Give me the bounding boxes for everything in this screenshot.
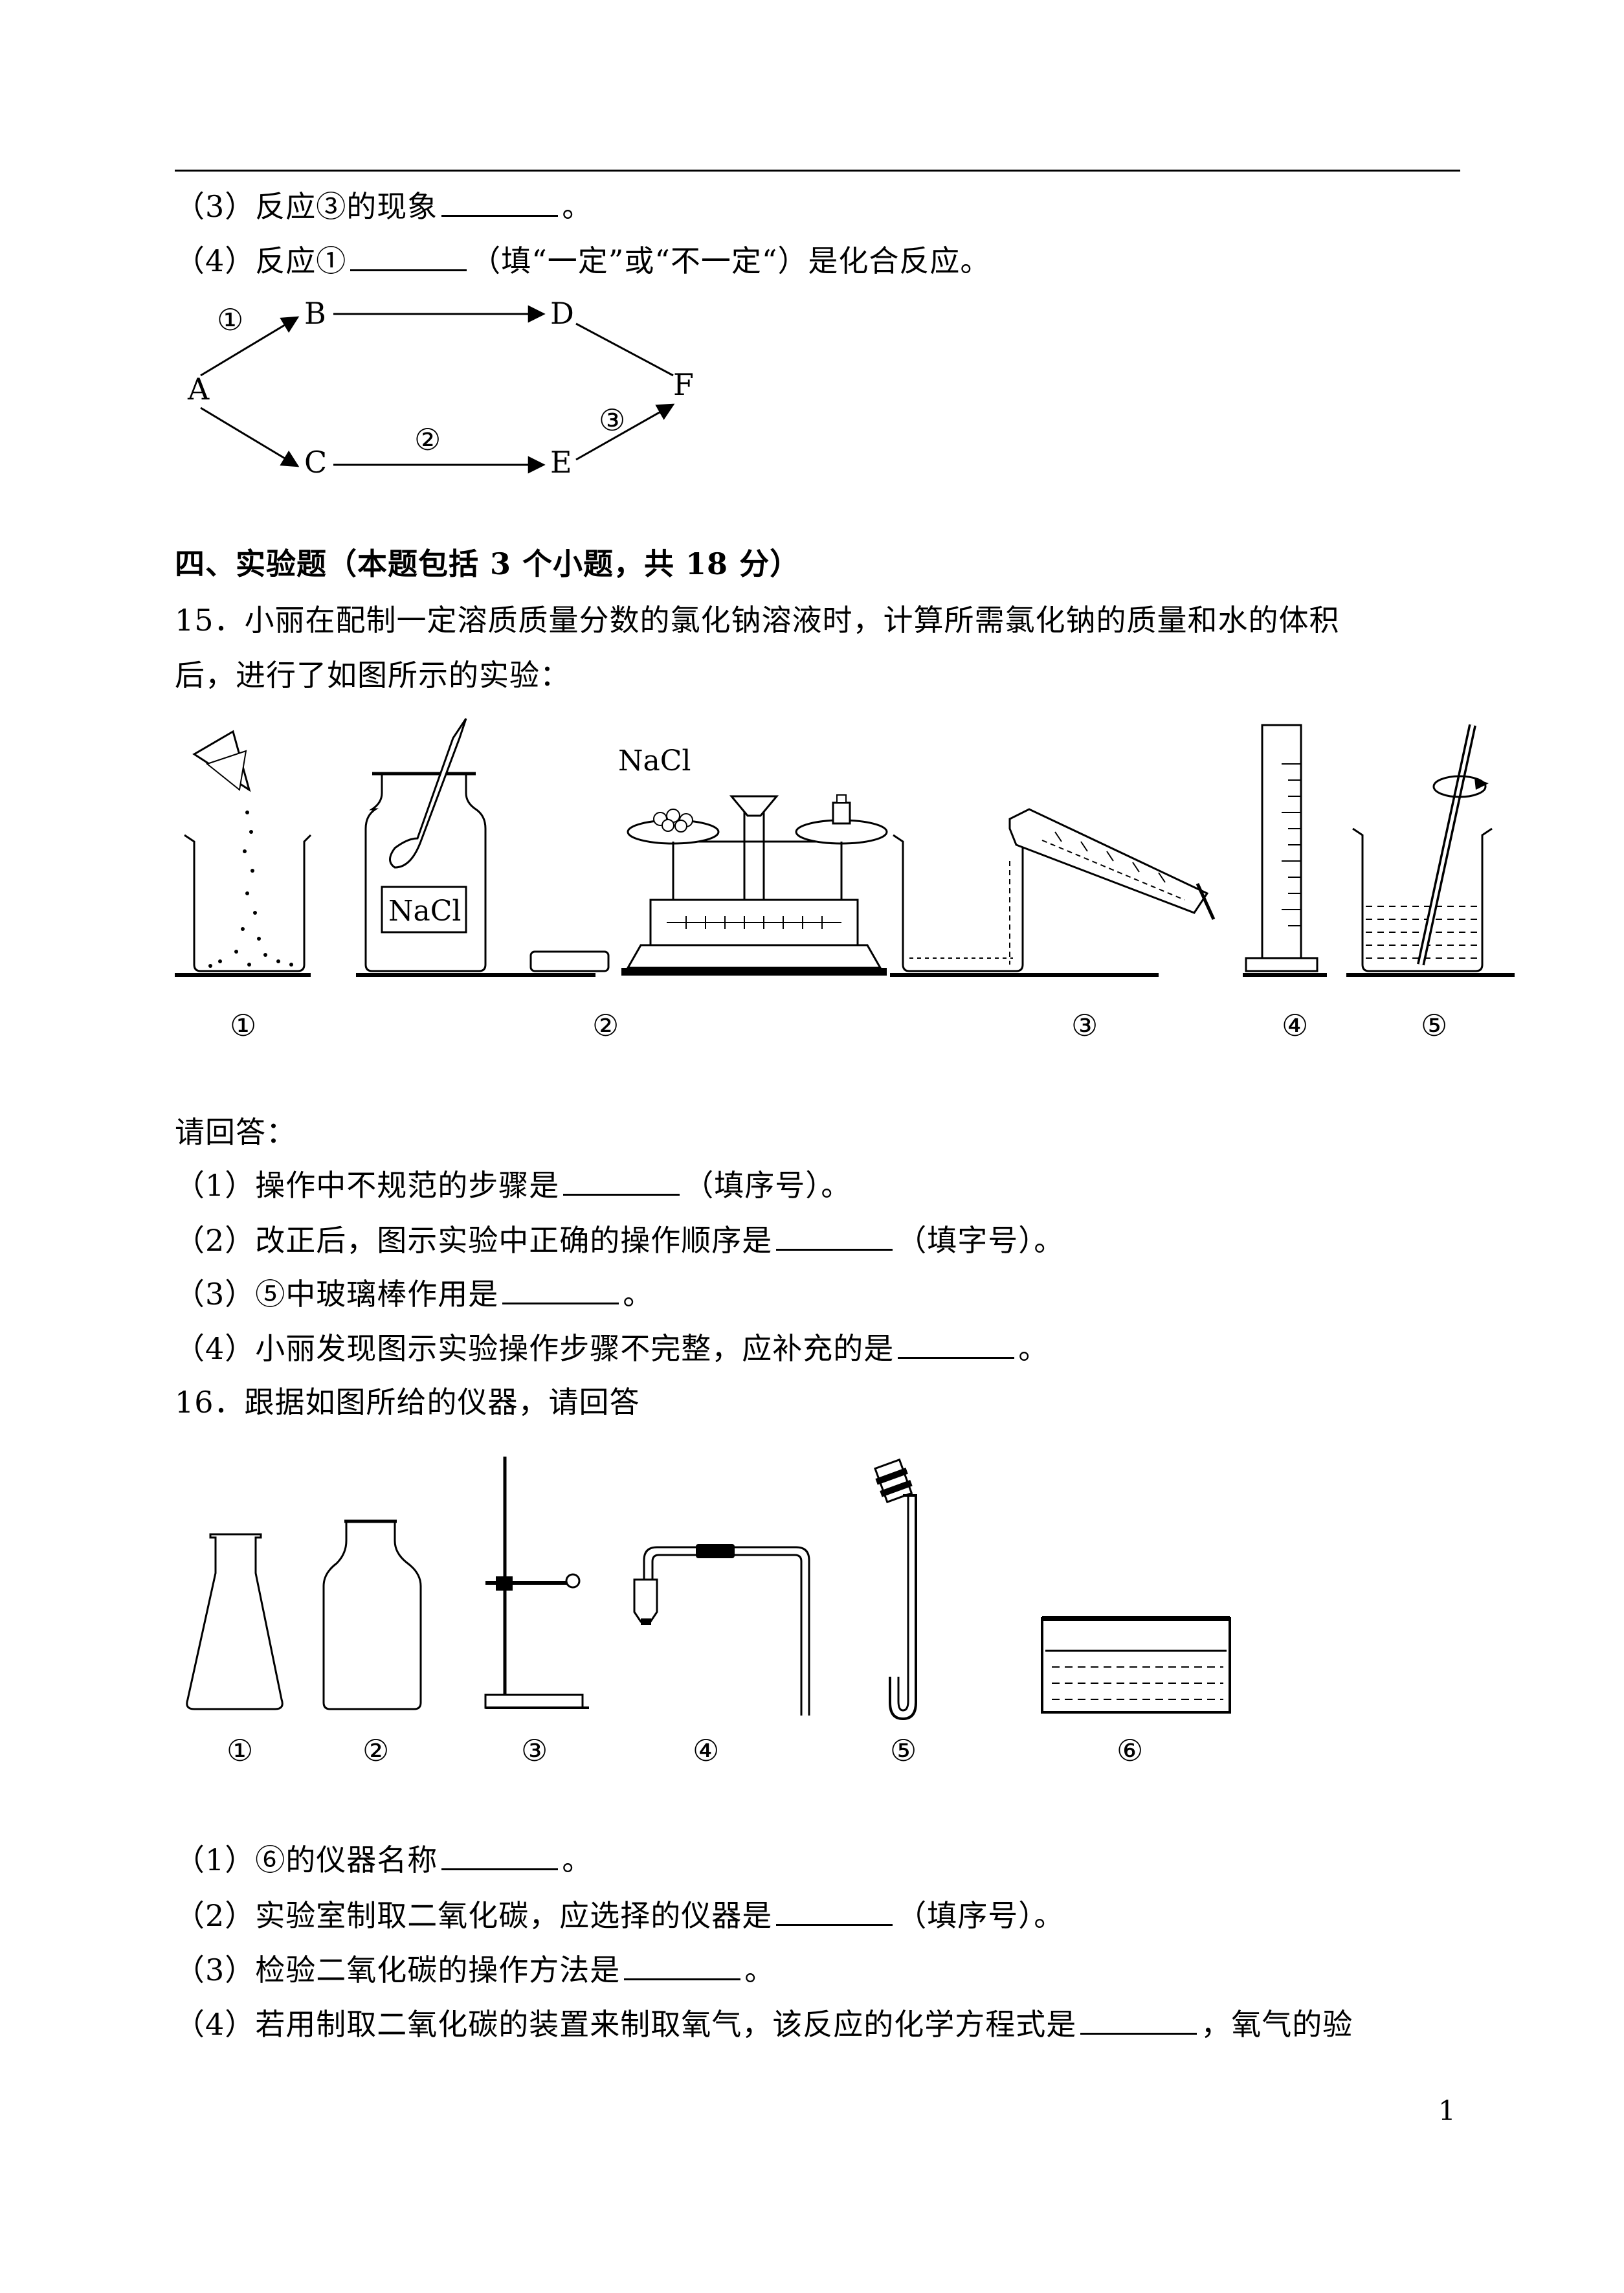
q16-item4-text: （4）若用制取二氧化碳的装置来制取氧气，该反应的化学方程式是 <box>175 2007 1077 2042</box>
q16-item4: （4）若用制取二氧化碳的装置来制取氧气，该反应的化学方程式是 ，氧气的验 <box>175 2004 1353 2044</box>
reaction-diagram: A B C D E F ① ② ③ <box>187 296 694 480</box>
step2-balance-illustration: NaCl <box>618 744 888 976</box>
q16-item2: （2）实验室制取二氧化碳，应选择的仪器是 （填序号）。 <box>175 1896 1064 1936</box>
water-trough-illustration <box>1041 1616 1231 1714</box>
node-c: C <box>304 445 327 480</box>
q16-item2-text: （2）实验室制取二氧化碳，应选择的仪器是 <box>175 1898 773 1933</box>
step5-stirring-illustration <box>1346 724 1515 977</box>
answer-blank[interactable] <box>502 1277 619 1304</box>
q14-item3: （3）反应③的现象 。 <box>175 186 592 227</box>
fig16-label-1: ① <box>227 1733 253 1768</box>
answer-blank[interactable] <box>1080 2007 1197 2035</box>
q16-stem: 16．跟据如图所给的仪器，请回答 <box>175 1385 640 1420</box>
page-number: 1 <box>1438 2095 1456 2127</box>
fig16-label-4: ④ <box>693 1733 719 1768</box>
q14-item3-text: （3）反应③的现象 <box>175 189 438 224</box>
q15-item1: （1）操作中不规范的步骤是 （填序号）。 <box>175 1165 851 1205</box>
node-e: E <box>550 445 572 480</box>
line-d-f <box>575 322 674 377</box>
step2-jar-illustration: NaCl <box>356 718 610 977</box>
q15-item1-end: （填序号）。 <box>684 1168 852 1203</box>
q15-item2-end: （填字号）。 <box>896 1223 1065 1258</box>
q14-item4-end: （填“一定”或“不一定“）是化合反应。 <box>471 243 991 278</box>
step3-pouring-illustration <box>890 808 1216 977</box>
nacl-jar-label: NaCl <box>388 895 461 928</box>
q15-item4: （4）小丽发现图示实验操作步骤不完整，应补充的是 。 <box>175 1328 1049 1369</box>
q15-item3: （3）⑤中玻璃棒作用是 。 <box>175 1274 653 1314</box>
fig15-label-2: ② <box>592 1008 619 1043</box>
answer-blank[interactable] <box>441 189 559 217</box>
q14-item3-end: 。 <box>562 189 593 224</box>
answer-blank[interactable] <box>563 1168 680 1196</box>
answer-blank[interactable] <box>441 1842 559 1870</box>
q16-item1: （1）⑥的仪器名称 。 <box>175 1840 592 1880</box>
q14-item4-text: （4）反应① <box>175 243 347 278</box>
arrow-a-b <box>200 316 300 377</box>
node-d: D <box>550 296 574 331</box>
fig15-label-1: ① <box>230 1008 256 1043</box>
fig15-label-3: ③ <box>1071 1008 1098 1043</box>
q16-figure: ① ② ③ ④ ⑤ ⑥ <box>186 1457 1231 1768</box>
q15-item3-text: （3）⑤中玻璃棒作用是 <box>175 1277 499 1312</box>
q16-item1-text: （1）⑥的仪器名称 <box>175 1842 438 1877</box>
section-heading: 四、实验题（本题包括 3 个小题，共 18 分） <box>175 546 801 581</box>
q16-item3: （3）检验二氧化碳的操作方法是 。 <box>175 1950 775 1990</box>
iron-stand-illustration <box>484 1457 589 1709</box>
fig16-label-5: ⑤ <box>890 1733 917 1768</box>
q15-item3-end: 。 <box>623 1277 654 1312</box>
fig16-label-2: ② <box>362 1733 389 1768</box>
arrow-a-c <box>200 407 300 467</box>
gas-bottle-illustration <box>322 1519 422 1710</box>
q16-item3-end: 。 <box>744 1952 775 1987</box>
node-b: B <box>304 296 326 331</box>
q16-item4-end: ，氧气的验 <box>1201 2007 1353 2042</box>
answer-blank[interactable] <box>624 1952 741 1980</box>
step4-cylinder-illustration <box>1243 724 1327 977</box>
arrow-label-2: ② <box>414 422 441 457</box>
arrow-e-f <box>575 403 675 461</box>
answer-blank[interactable] <box>898 1331 1015 1359</box>
node-a: A <box>187 372 210 407</box>
answer-blank[interactable] <box>776 1898 893 1926</box>
arrow-label-3: ③ <box>599 403 625 438</box>
j-tube-illustration <box>874 1458 917 1721</box>
q15-item1-text: （1）操作中不规范的步骤是 <box>175 1168 560 1203</box>
fig16-label-6: ⑥ <box>1117 1733 1143 1768</box>
q16-item1-end: 。 <box>562 1842 593 1877</box>
q15-item4-end: 。 <box>1018 1331 1049 1366</box>
q14-item4: （4）反应① （填“一定”或“不一定“）是化合反应。 <box>175 241 990 281</box>
fig15-label-5: ⑤ <box>1421 1008 1447 1043</box>
q15-item2: （2）改正后，图示实验中正确的操作顺序是 （填字号）。 <box>175 1220 1064 1260</box>
q16-item3-text: （3）检验二氧化碳的操作方法是 <box>175 1952 621 1987</box>
q15-item2-text: （2）改正后，图示实验中正确的操作顺序是 <box>175 1223 773 1258</box>
q15-stem-line1: 15．小丽在配制一定溶质质量分数的氯化钠溶液时，计算所需氯化钠的质量和水的体积 <box>175 603 1340 638</box>
q16-item2-end: （填序号）。 <box>896 1898 1065 1933</box>
q15-prompt: 请回答： <box>175 1115 296 1150</box>
fig15-label-4: ④ <box>1282 1008 1308 1043</box>
step1-beaker-illustration <box>175 730 312 977</box>
q15-item4-text: （4）小丽发现图示实验操作步骤不完整，应补充的是 <box>175 1331 895 1366</box>
node-f: F <box>673 367 694 402</box>
q15-stem-line2: 后，进行了如图所示的实验： <box>175 658 570 693</box>
arrow-label-1: ① <box>217 302 243 337</box>
header-rule <box>175 170 1460 172</box>
answer-blank[interactable] <box>776 1223 893 1251</box>
fig16-label-3: ③ <box>521 1733 548 1768</box>
conical-flask-illustration <box>186 1533 284 1710</box>
delivery-tube-illustration <box>633 1544 810 1716</box>
nacl-balance-label: NaCl <box>618 744 691 777</box>
q15-figure: NaCl NaCl <box>175 718 1515 1043</box>
answer-blank[interactable] <box>350 243 467 271</box>
